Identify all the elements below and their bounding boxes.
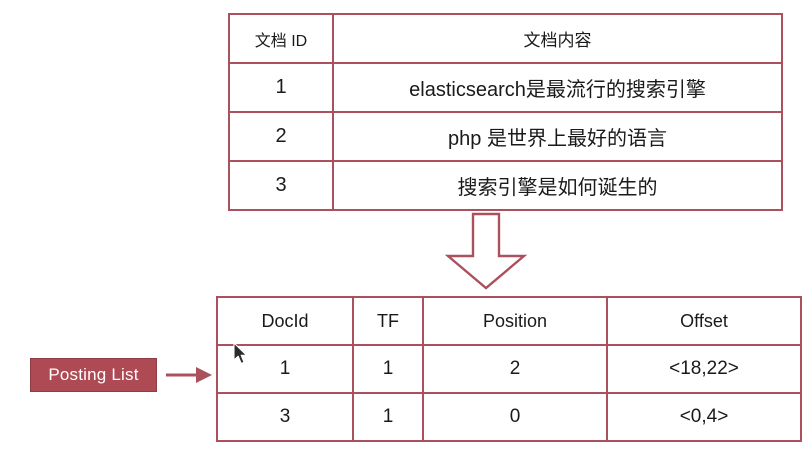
posting-position-2: 0 <box>422 392 608 442</box>
doc-id-2: 2 <box>228 111 334 162</box>
table-row: 2 php 是世界上最好的语言 <box>228 111 783 162</box>
document-table: 文档 ID 文档内容 1 elasticsearch是最流行的搜索引擎 2 ph… <box>228 13 783 211</box>
table-row: 1 elasticsearch是最流行的搜索引擎 <box>228 62 783 113</box>
doc-content-3: 搜索引擎是如何诞生的 <box>332 160 783 211</box>
table-row: 1 1 2 <18,22> <box>216 344 802 394</box>
posting-offset-1: <18,22> <box>606 344 802 394</box>
down-block-arrow-icon <box>444 212 528 290</box>
table-row: 3 1 0 <0,4> <box>216 392 802 442</box>
header-doc-id: 文档 ID <box>228 13 334 64</box>
header-doc-content: 文档内容 <box>332 13 783 64</box>
doc-id-1: 1 <box>228 62 334 113</box>
header-offset: Offset <box>606 296 802 346</box>
posting-docid-2: 3 <box>216 392 354 442</box>
posting-position-1: 2 <box>422 344 608 394</box>
posting-list-callout: Posting List <box>30 358 157 392</box>
posting-tf-2: 1 <box>352 392 424 442</box>
doc-content-2: php 是世界上最好的语言 <box>332 111 783 162</box>
header-position: Position <box>422 296 608 346</box>
doc-content-1: elasticsearch是最流行的搜索引擎 <box>332 62 783 113</box>
right-arrow-icon <box>166 367 212 383</box>
posting-tf-1: 1 <box>352 344 424 394</box>
table-header-row: DocId TF Position Offset <box>216 296 802 346</box>
posting-offset-2: <0,4> <box>606 392 802 442</box>
table-header-row: 文档 ID 文档内容 <box>228 13 783 64</box>
header-tf: TF <box>352 296 424 346</box>
header-docid: DocId <box>216 296 354 346</box>
doc-id-3: 3 <box>228 160 334 211</box>
posting-docid-1: 1 <box>216 344 354 394</box>
posting-list-label: Posting List <box>48 365 139 384</box>
posting-list-table: DocId TF Position Offset 1 1 2 <18,22> 3… <box>216 296 802 442</box>
table-row: 3 搜索引擎是如何诞生的 <box>228 160 783 211</box>
